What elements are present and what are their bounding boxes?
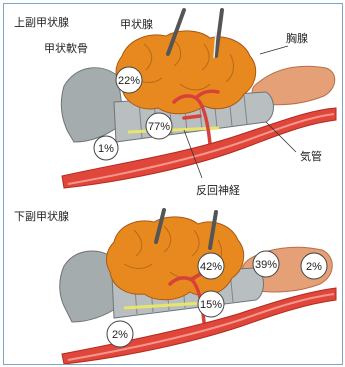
label-trachea: 気管 bbox=[300, 149, 322, 163]
label-upper-parathyroid: 上副甲状腺 bbox=[14, 15, 69, 29]
pct-label: 15% bbox=[200, 299, 222, 311]
pct-label: 39% bbox=[255, 259, 277, 271]
pct-label: 77% bbox=[148, 121, 170, 133]
pct-label: 42% bbox=[200, 261, 222, 273]
pct-circle-upper-1: 1% bbox=[94, 136, 118, 160]
label-recurrent-nerve: 反回神経 bbox=[196, 183, 240, 197]
pct-label: 2% bbox=[112, 329, 128, 341]
pct-circle-lower-2-left: 2% bbox=[107, 321, 133, 347]
pct-circle-lower-39: 39% bbox=[253, 251, 279, 277]
label-thyroid: 甲状腺 bbox=[120, 17, 153, 31]
pct-circle-lower-42: 42% bbox=[198, 253, 224, 279]
upper-panel: 22% 77% 1% 上副甲状腺 甲状軟骨 甲状腺 胸腺 気管 反回神経 bbox=[14, 10, 336, 197]
label-thyroid-cartilage: 甲状軟骨 bbox=[44, 41, 88, 55]
parathyroid-diagram: 22% 77% 1% 上副甲状腺 甲状軟骨 甲状腺 胸腺 気管 反回神経 下副甲… bbox=[4, 4, 342, 364]
lower-panel: 下副甲状腺 42% bbox=[14, 209, 336, 364]
pct-circle-upper-22: 22% bbox=[116, 67, 142, 93]
pct-circle-lower-15: 15% bbox=[198, 291, 224, 317]
pct-label: 1% bbox=[98, 143, 114, 155]
pct-label: 22% bbox=[118, 75, 140, 87]
pct-circle-lower-2-right: 2% bbox=[301, 253, 327, 279]
pct-circle-upper-77: 77% bbox=[146, 113, 172, 139]
pct-label: 2% bbox=[306, 261, 322, 273]
label-thymus: 胸腺 bbox=[286, 31, 308, 45]
label-lower-parathyroid: 下副甲状腺 bbox=[14, 209, 69, 223]
figure-frame: 22% 77% 1% 上副甲状腺 甲状軟骨 甲状腺 胸腺 気管 反回神経 下副甲… bbox=[3, 3, 343, 365]
thyroid-gland-lower bbox=[107, 217, 244, 300]
